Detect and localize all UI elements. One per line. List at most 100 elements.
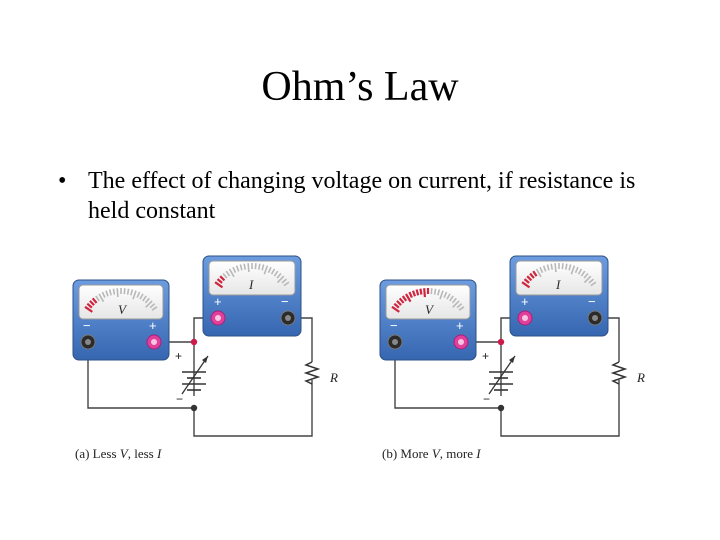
scale-tick [423,288,426,298]
scale-tick [281,278,288,284]
bullet-text: The effect of changing voltage on curren… [88,168,636,224]
scale-tick [263,265,269,275]
voltmeter-plus: + [149,318,157,333]
scale-tick [580,270,586,277]
caption-b: (b) More V, more I [382,446,481,461]
scale-tick [258,263,261,270]
voltmeter-scale [84,288,158,313]
scale-tick [401,295,408,302]
scale-tick [535,268,542,278]
voltmeter-minus: − [83,318,91,333]
scale-tick [526,275,533,282]
scale-tick [276,272,282,279]
scale-tick [521,281,531,289]
scale-tick [415,289,420,296]
scale-tick [139,293,144,300]
slide-title: Ohm’s Law [261,64,459,110]
scale-tick [142,295,147,302]
voltmeter-minus: − [390,318,398,333]
scale-tick [532,270,538,277]
scale-tick [239,264,243,271]
scale-tick [433,288,437,295]
scale-tick [590,281,597,287]
scale-tick [391,305,400,313]
voltmeter-plus: + [456,318,464,333]
junction-dot [190,404,198,412]
voltmeter: V − + [72,279,170,361]
junction-dot [190,338,198,346]
scale-tick [539,266,544,274]
scale-tick [219,275,226,282]
scale-tick [570,265,576,275]
voltmeter-scale [391,288,465,313]
scale-tick [583,275,592,284]
voltmeter-symbol: V [425,302,435,317]
scale-tick [565,263,568,270]
battery-icon [488,355,516,395]
scale-tick [398,297,405,304]
scale-tick [546,264,550,271]
ammeter: I + − [202,255,302,337]
scale-tick [270,268,276,275]
scale-tick [408,291,413,299]
scale-tick [261,264,265,271]
scale-tick [126,288,130,295]
scale-tick [243,263,246,270]
voltmeter-symbol: V [118,302,128,317]
scale-tick [105,290,109,297]
scale-tick [449,295,454,302]
scale-tick [396,300,402,306]
scale-tick [84,305,93,313]
bullet-dot: • [58,168,67,194]
scale-tick [443,291,448,298]
scale-tick [89,300,95,306]
scale-tick [144,297,150,304]
scale-tick [393,302,400,309]
scale-tick [588,278,595,284]
scale-tick [523,278,530,284]
scale-tick [583,272,589,279]
scale-tick [132,290,137,300]
scale-tick [267,266,272,274]
scale-tick [228,268,235,278]
scale-tick [222,272,228,279]
scale-tick [411,290,417,297]
scale-tick [276,275,285,284]
scale-tick [130,289,134,296]
junction-dot [497,338,505,346]
scale-tick [95,295,100,302]
battery-icon [181,355,209,395]
scale-tick [437,289,441,296]
scale-tick [91,297,98,304]
scale-tick [101,291,106,298]
battery-minus: − [483,392,490,406]
scale-tick [529,272,535,279]
scale-tick [550,263,553,270]
resistor-icon [610,361,628,385]
ammeter-scale [214,263,290,289]
ammeter-symbol: I [555,277,561,292]
scale-tick [235,265,240,272]
scale-tick [452,300,460,308]
battery-plus: + [175,349,182,363]
scale-tick [283,281,290,287]
scale-tick [151,306,158,311]
scale-tick [561,263,564,270]
resistor-label: R [329,370,338,385]
resistor-label: R [636,370,645,385]
battery-plus: + [482,349,489,363]
scale-tick [225,270,231,277]
ammeter-minus: − [588,294,596,309]
scale-tick [456,303,463,309]
scale-tick [86,302,93,309]
circuit-b: + − R V − + I + − [379,255,645,461]
scale-tick [116,288,119,298]
circuit-a: + − R V − + I + − [72,255,338,461]
scale-tick [554,263,557,273]
scale-tick [542,265,547,272]
scale-tick [273,270,279,277]
ammeter-scale [521,263,597,289]
scale-tick [214,281,224,289]
scale-tick [108,289,112,296]
scale-tick [439,290,444,300]
